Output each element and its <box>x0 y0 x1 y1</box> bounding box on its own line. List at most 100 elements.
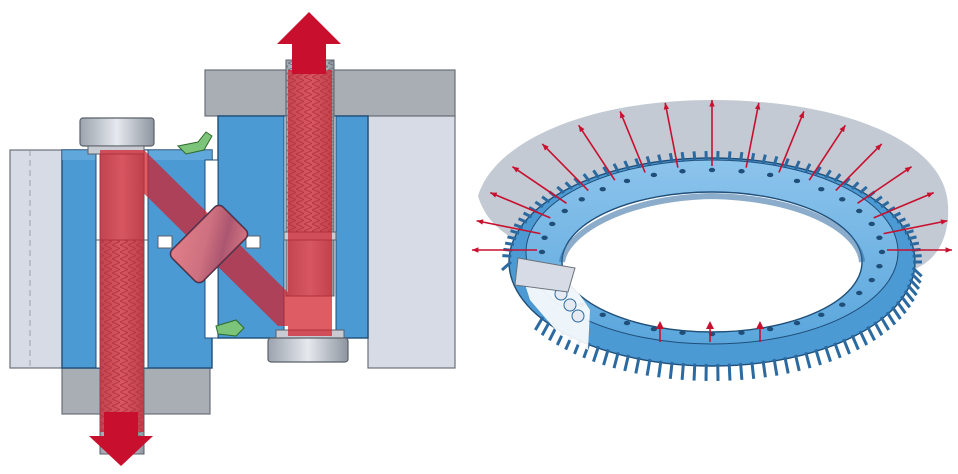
upper-seal <box>176 131 213 155</box>
load-arrow <box>663 102 679 168</box>
bolt-hole <box>818 312 825 318</box>
gear-tooth <box>680 362 685 380</box>
load-arrow <box>619 111 646 173</box>
gear-tooth <box>904 229 914 235</box>
load-arrow <box>887 247 952 253</box>
gear-tooth <box>850 334 860 351</box>
gear-tooth <box>912 254 922 258</box>
gear-tooth <box>900 223 911 230</box>
gear-tooth <box>866 325 876 341</box>
gear-tooth <box>873 195 883 204</box>
bolt-hole <box>738 330 745 335</box>
gear-tooth <box>814 348 822 366</box>
slewing-ring-cutaway <box>472 100 952 381</box>
bolt-hole <box>793 320 801 326</box>
gear-tooth <box>645 155 652 166</box>
load-arrow <box>883 219 948 235</box>
downward-force-arrow <box>89 412 153 466</box>
gear-tooth <box>727 151 732 161</box>
gear-tooth <box>507 235 517 241</box>
bolt-hole <box>878 249 886 255</box>
gear-tooth <box>885 311 897 326</box>
upper-support-plate <box>367 115 456 369</box>
bolt-hole <box>766 172 774 178</box>
bolt-hole <box>679 330 686 335</box>
gear-tooth <box>783 356 790 374</box>
gear-tooth <box>645 358 652 376</box>
gear-tooth <box>634 356 641 374</box>
bolt-hole <box>650 326 658 332</box>
gear-tooth <box>668 152 674 163</box>
load-arrow <box>873 191 935 219</box>
lower-seal <box>215 319 245 337</box>
bolt-hole <box>538 249 546 255</box>
bolt-hole <box>868 277 875 283</box>
gear-tooth <box>851 181 860 190</box>
ring-bore <box>561 191 863 333</box>
gear-tooth <box>582 342 591 359</box>
bolt-hole <box>856 208 863 214</box>
gear-tooth <box>772 155 779 166</box>
gear-tooth <box>602 166 610 176</box>
gear-tooth <box>739 362 744 380</box>
load-arrow <box>857 166 913 204</box>
load-arrow <box>476 219 541 235</box>
gear-tooth <box>859 185 868 195</box>
gear-tooth <box>794 354 801 372</box>
gear-tooth <box>534 200 544 209</box>
bolt-hole <box>541 235 548 240</box>
slewing-ring-cross-section <box>9 12 456 466</box>
load-arrow <box>577 124 616 181</box>
gear-tooth <box>833 173 842 183</box>
gear-tooth <box>680 151 685 162</box>
gear-tooth <box>501 260 512 272</box>
gear-tooth <box>772 358 779 376</box>
bolt-hole <box>679 169 686 174</box>
gear-tooth <box>592 169 600 179</box>
gear-tooth <box>909 241 920 247</box>
bolt-hole <box>876 235 883 240</box>
gear-tooth <box>750 361 756 379</box>
gear-tooth <box>510 229 520 235</box>
gear-tooth <box>794 160 801 170</box>
bolt-hole <box>738 169 745 174</box>
gear-tooth <box>564 181 573 190</box>
gear-tooth <box>911 266 923 278</box>
gear-tooth <box>761 154 767 164</box>
bolt-hole <box>561 208 568 214</box>
gear-tooth <box>842 338 851 355</box>
gear-tooth <box>541 195 551 204</box>
gear-tooth <box>668 361 674 379</box>
load-arrow <box>511 166 567 204</box>
load-arrow <box>472 247 537 253</box>
bolt-hole <box>599 312 606 318</box>
gear-tooth <box>906 284 918 297</box>
bolt-hole <box>856 290 863 296</box>
gear-tooth <box>739 151 744 162</box>
gear-tooth <box>657 360 663 378</box>
gear-tooth <box>783 158 790 168</box>
gear-tooth <box>910 272 922 284</box>
gear-tooth <box>880 200 890 209</box>
gear-tooth <box>804 351 812 369</box>
gear-tooth <box>612 351 620 369</box>
cylindrical-roller <box>157 204 261 284</box>
gear-tooth <box>556 185 565 195</box>
bolt-hole <box>708 167 716 173</box>
gear-tooth <box>582 173 591 183</box>
gear-tooth <box>517 217 528 224</box>
bolt-hole <box>839 302 846 307</box>
gear-tooth <box>891 306 902 320</box>
gear-tooth <box>814 166 822 176</box>
gear-tooth <box>540 321 551 336</box>
load-arrow <box>745 102 761 168</box>
gear-tooth <box>804 163 812 173</box>
load-arrow <box>756 321 764 342</box>
load-arrow <box>808 124 847 181</box>
gear-tooth <box>573 177 582 186</box>
bolt-hole <box>868 221 875 227</box>
gear-tooth <box>692 151 697 161</box>
gear-tooth <box>502 254 512 258</box>
upward-force-arrow <box>277 12 341 74</box>
gear-tooth <box>761 360 767 378</box>
